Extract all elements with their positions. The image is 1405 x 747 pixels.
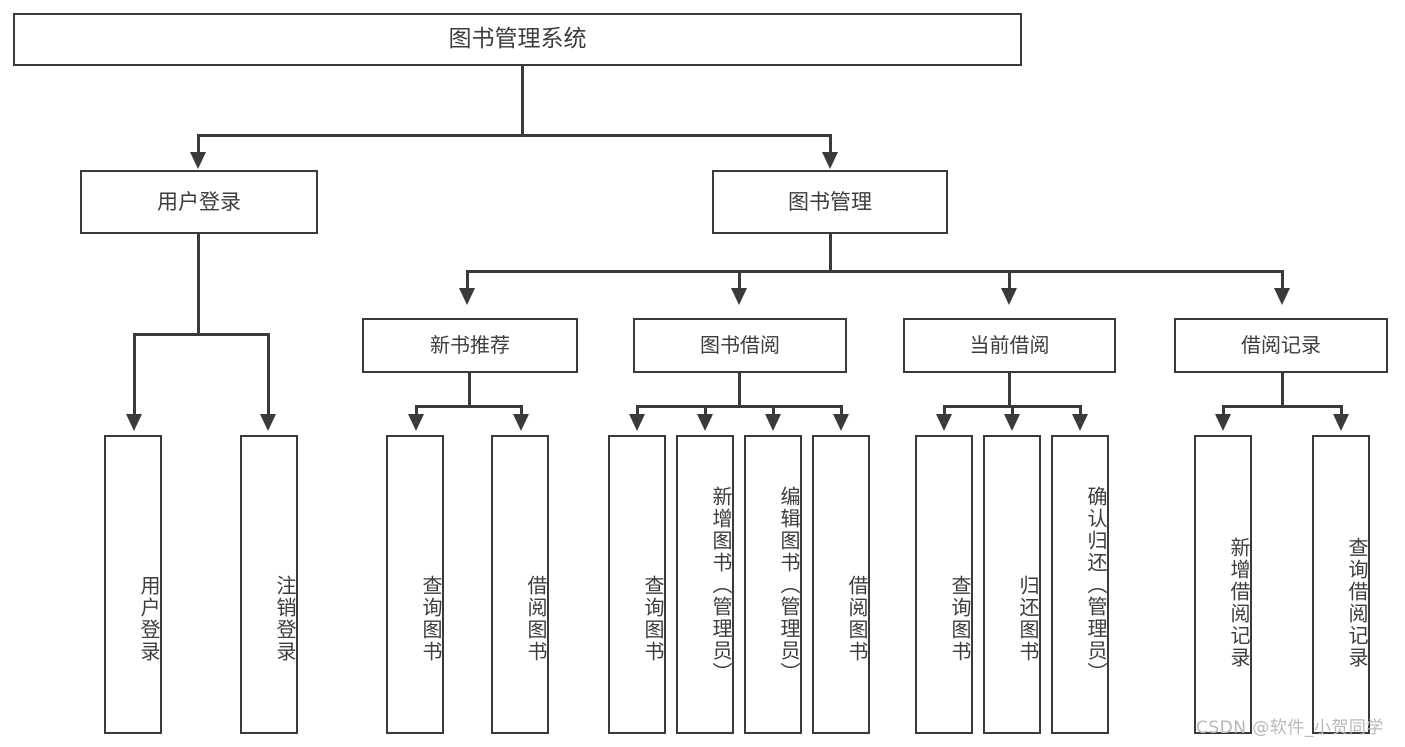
connector-book-borrow-bar <box>636 405 842 408</box>
leaf-label: 查询图书 <box>641 575 665 663</box>
arrowhead-root-to-user-login <box>190 152 206 169</box>
connector-current-borrow-leaf-2 <box>1011 405 1014 418</box>
node-label: 图书借阅 <box>700 333 780 357</box>
leaf-borrow-book-1[interactable]: 借阅图书 <box>491 435 549 734</box>
connector-borrow-record-trunk <box>1281 373 1284 407</box>
connector-book-management-bar <box>466 270 1284 273</box>
arrowhead-current-borrow-leaf-1 <box>936 414 952 431</box>
arrowhead-borrow-record-leaf-2 <box>1333 414 1349 431</box>
arrowhead-user-login-leaf-2 <box>260 414 276 431</box>
leaf-label: 用户登录 <box>137 575 161 663</box>
leaf-logout-login[interactable]: 注销登录 <box>240 435 298 734</box>
connector-current-borrow-leaf-3 <box>1079 405 1082 418</box>
leaf-edit-book[interactable]: 编辑图书（管理员） <box>744 435 802 734</box>
arrowhead-bm-to-current-borrow <box>1001 288 1017 305</box>
connector-book-borrow-leaf-4 <box>840 405 843 418</box>
node-book-management[interactable]: 图书管理 <box>712 170 948 234</box>
connector-user-login-bar <box>133 333 267 336</box>
arrowhead-borrow-record-leaf-1 <box>1215 414 1231 431</box>
connector-borrow-record-bar <box>1222 405 1342 408</box>
leaf-query-book-3[interactable]: 查询图书 <box>915 435 973 734</box>
connector-bm-to-new-book <box>466 270 469 292</box>
arrowhead-new-book-leaf-1 <box>408 414 424 431</box>
leaf-borrow-book-2[interactable]: 借阅图书 <box>812 435 870 734</box>
node-label: 借阅记录 <box>1241 333 1321 357</box>
connector-book-borrow-trunk <box>738 373 741 407</box>
node-label: 图书管理 <box>788 189 872 214</box>
connector-book-management-trunk <box>829 234 832 272</box>
leaf-label: 注销登录 <box>273 575 297 663</box>
leaf-label: 借阅图书 <box>845 575 869 663</box>
arrowhead-book-borrow-leaf-1 <box>629 414 645 431</box>
leaf-user-login[interactable]: 用户登录 <box>104 435 162 734</box>
leaf-label: 查询借阅记录 <box>1345 537 1369 669</box>
connector-root-trunk <box>521 66 524 136</box>
arrowhead-bm-to-new-book <box>459 288 475 305</box>
connector-new-book-trunk <box>468 373 471 407</box>
node-label: 图书管理系统 <box>448 26 587 53</box>
arrowhead-book-borrow-leaf-3 <box>765 414 781 431</box>
node-current-borrow[interactable]: 当前借阅 <box>903 318 1116 373</box>
node-label: 新书推荐 <box>430 333 510 357</box>
leaf-label: 新增图书（管理员） <box>709 485 733 684</box>
connector-book-borrow-leaf-1 <box>636 405 639 418</box>
leaf-label: 归还图书 <box>1016 575 1040 663</box>
node-user-login[interactable]: 用户登录 <box>80 170 318 234</box>
leaf-label: 确认归还（管理员） <box>1084 485 1108 684</box>
leaf-label: 编辑图书（管理员） <box>777 485 801 684</box>
connector-current-borrow-leaf-1 <box>943 405 946 418</box>
leaf-query-book-1[interactable]: 查询图书 <box>386 435 444 734</box>
connector-bm-to-borrow-record <box>1281 270 1284 292</box>
connector-user-login-trunk <box>197 234 200 335</box>
arrowhead-current-borrow-leaf-2 <box>1004 414 1020 431</box>
connector-book-borrow-leaf-2 <box>704 405 707 418</box>
arrowhead-book-borrow-leaf-4 <box>833 414 849 431</box>
connector-borrow-record-leaf-1 <box>1222 405 1225 418</box>
arrowhead-bm-to-book-borrow <box>731 288 747 305</box>
leaf-label: 查询图书 <box>419 575 443 663</box>
leaf-return-book[interactable]: 归还图书 <box>983 435 1041 734</box>
leaf-query-book-2[interactable]: 查询图书 <box>608 435 666 734</box>
node-label: 用户登录 <box>157 189 241 214</box>
leaf-query-record[interactable]: 查询借阅记录 <box>1312 435 1370 734</box>
connector-bm-to-current-borrow <box>1008 270 1011 292</box>
leaf-label: 借阅图书 <box>524 575 548 663</box>
arrowhead-bm-to-borrow-record <box>1274 288 1290 305</box>
leaf-label: 查询图书 <box>948 575 972 663</box>
node-label: 当前借阅 <box>969 333 1050 357</box>
csdn-watermark: CSDN @软件_小贺同学 <box>1196 718 1384 738</box>
connector-book-borrow-leaf-3 <box>772 405 775 418</box>
leaf-label: 新增借阅记录 <box>1227 537 1251 669</box>
connector-root-to-user-login <box>197 134 200 156</box>
connector-current-borrow-trunk <box>1008 373 1011 407</box>
connector-root-to-book-management <box>829 134 832 156</box>
arrowhead-root-to-book-management <box>822 152 838 169</box>
connector-borrow-record-leaf-2 <box>1340 405 1343 418</box>
connector-user-login-to-leaf-1 <box>133 333 136 418</box>
node-new-book-recommend[interactable]: 新书推荐 <box>362 318 578 373</box>
connector-user-login-to-leaf-2 <box>267 333 270 418</box>
connector-new-book-leaf-1 <box>415 405 418 418</box>
leaf-add-record[interactable]: 新增借阅记录 <box>1194 435 1252 734</box>
connector-bm-to-book-borrow <box>738 270 741 292</box>
arrowhead-current-borrow-leaf-3 <box>1072 414 1088 431</box>
arrowhead-book-borrow-leaf-2 <box>697 414 713 431</box>
connector-root-bar <box>197 134 831 137</box>
connector-new-book-bar <box>415 405 523 408</box>
connector-new-book-leaf-2 <box>520 405 523 418</box>
arrowhead-new-book-leaf-2 <box>513 414 529 431</box>
arrowhead-user-login-leaf-1 <box>126 414 142 431</box>
leaf-add-book[interactable]: 新增图书（管理员） <box>676 435 734 734</box>
node-borrow-record[interactable]: 借阅记录 <box>1174 318 1388 373</box>
leaf-confirm-return[interactable]: 确认归还（管理员） <box>1051 435 1109 734</box>
node-book-borrow[interactable]: 图书借阅 <box>633 318 847 373</box>
node-root-book-management-system[interactable]: 图书管理系统 <box>13 13 1022 66</box>
